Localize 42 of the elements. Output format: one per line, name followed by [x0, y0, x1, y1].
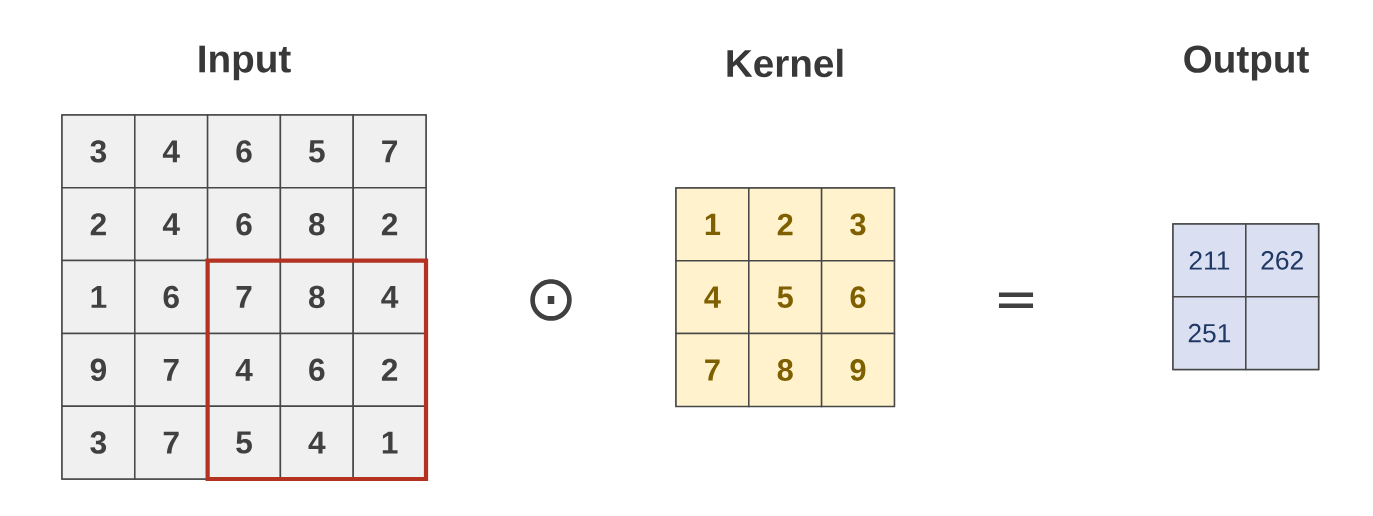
- matrix-cell: 7: [675, 332, 750, 408]
- matrix-cell: 8: [279, 187, 354, 262]
- matrix-cell: 251: [1172, 296, 1247, 371]
- matrix-cell: 2: [748, 187, 823, 262]
- matrix-cell: 3: [820, 187, 896, 262]
- matrix-cell: 5: [748, 260, 823, 335]
- matrix-cell: 6: [206, 187, 282, 262]
- matrix-cell: 262: [1245, 223, 1320, 298]
- grid-heading: Output: [1184, 45, 1309, 81]
- matrix-cell: 9: [820, 332, 896, 408]
- matrix-cell: 8: [279, 259, 354, 335]
- matrix-cell: 9: [61, 332, 136, 407]
- matrix-cell: 1: [352, 405, 427, 480]
- matrix-cell: 4: [134, 114, 209, 189]
- matrix-cell: 5: [206, 405, 282, 480]
- matrix-cell: 5: [279, 114, 354, 189]
- matrix-cell: 1: [61, 259, 136, 335]
- matrix-cell: 6: [134, 259, 209, 335]
- matrix-cell: 2: [352, 332, 427, 407]
- matrix-cell: 6: [820, 260, 896, 335]
- matrix-cell: 211: [1172, 223, 1247, 298]
- matrix-cell: 1: [675, 187, 750, 262]
- odot-operator: ⊙: [530, 279, 572, 321]
- matrix-cell: 4: [279, 405, 354, 480]
- matrix-cell: 3: [61, 405, 136, 480]
- grid-heading: Input: [199, 45, 291, 81]
- matrix-cell: 6: [279, 332, 354, 407]
- matrix-cell: 2: [352, 187, 427, 262]
- matrix-cell: 4: [352, 259, 427, 335]
- equals-sign: =: [998, 292, 1034, 308]
- matrix-cell: 7: [134, 332, 209, 407]
- matrix-cell: 2: [61, 187, 136, 262]
- matrix-cell: 7: [352, 114, 427, 189]
- matrix-cell: 4: [134, 187, 209, 262]
- grid-heading: Kernel: [727, 48, 843, 78]
- matrix-cell: 7: [206, 259, 282, 335]
- matrix-cell: 7: [134, 405, 209, 480]
- matrix-cell: 6: [206, 114, 282, 189]
- matrix-cell: 3: [61, 114, 136, 189]
- matrix-cell: 4: [206, 332, 282, 407]
- matrix-cell: 4: [675, 260, 750, 335]
- matrix-cell: 8: [748, 332, 823, 408]
